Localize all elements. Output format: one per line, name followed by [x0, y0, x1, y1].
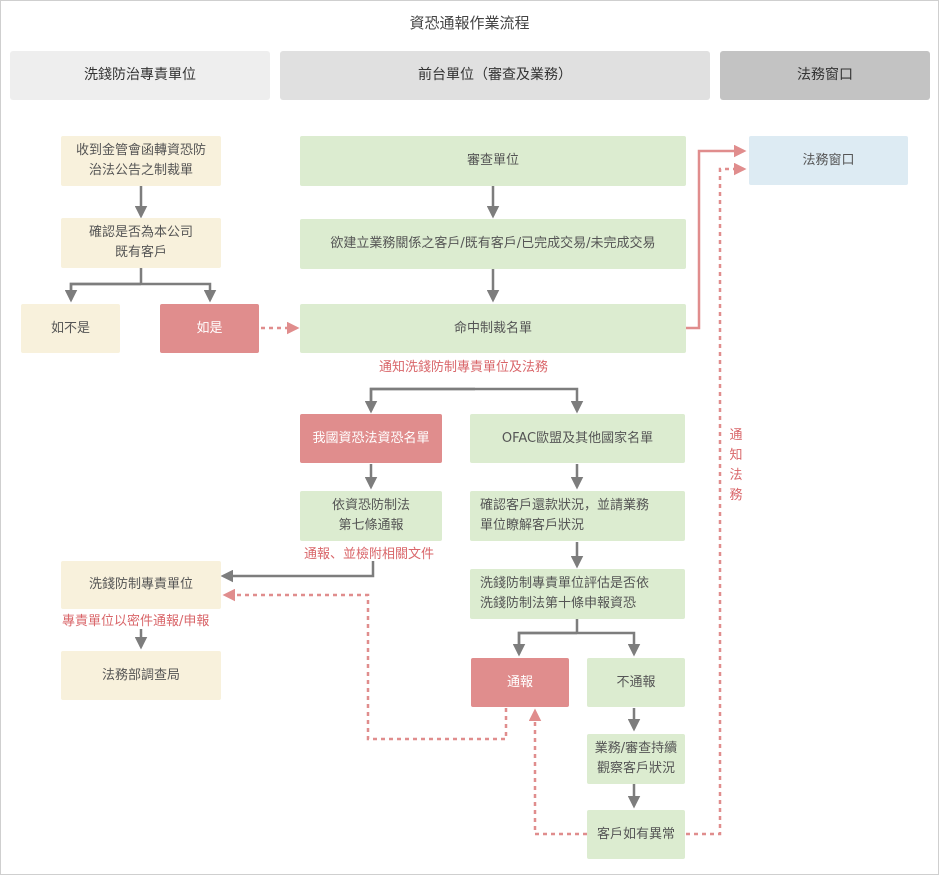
node-if-not: 如不是 [21, 304, 120, 353]
node-legal-window: 法務窗口 [749, 136, 908, 185]
node-if-yes: 如是 [160, 304, 259, 353]
node-aml-unit: 洗錢防制專責單位 [61, 561, 221, 609]
node-domestic-list: 我國資恐法資恐名單 [300, 414, 442, 463]
node-report: 通報 [471, 658, 569, 707]
node-customer-types: 欲建立業務關係之客戶/既有客戶/已完成交易/未完成交易 [300, 219, 686, 269]
lane-header-aml: 洗錢防治專責單位 [10, 51, 270, 100]
node-receive-sanction: 收到金管會函轉資恐防 治法公告之制裁單 [61, 136, 221, 186]
node-review-unit: 審查單位 [300, 136, 686, 186]
node-no-report: 不通報 [587, 658, 685, 707]
arrow-abnormal-to-report [528, 708, 587, 836]
note-notify-aml-legal: 通知洗錢防制專責單位及法務 [379, 360, 549, 375]
arrow-abnormal-to-legal [686, 162, 747, 836]
arrow-report-to-aml-unit [222, 588, 508, 741]
node-hit-sanction: 命中制裁名單 [300, 304, 686, 353]
arrow-hit-to-legal [686, 144, 747, 330]
node-moj-bureau: 法務部調查局 [61, 651, 221, 700]
node-report-art7: 依資恐防制法 第七條通報 [300, 491, 442, 541]
note-secret-report: 專責單位以密件通報/申報 [62, 614, 210, 629]
arrow-art7-to-aml-unit [220, 561, 375, 583]
node-keep-observing: 業務/審查持續 觀察客戶狀況 [587, 734, 685, 784]
note-notify-legal-vertical: 通 知 法 務 [729, 428, 743, 503]
arrow-hit-split [369, 387, 577, 411]
lane-header-legal: 法務窗口 [720, 51, 930, 100]
node-abnormal: 客戶如有異常 [587, 810, 685, 859]
node-confirm-customer: 確認是否為本公司 既有客戶 [61, 218, 221, 268]
lane-header-front: 前台單位（審查及業務） [280, 51, 710, 100]
node-ofac-list: OFAC歐盟及其他國家名單 [470, 414, 685, 463]
node-confirm-repay: 確認客戶還款狀況，並請業務 單位瞭解客戶狀況 [470, 491, 685, 541]
node-aml-evaluate: 洗錢防制專責單位評估是否依 洗錢防制法第十條申報資恐 [470, 569, 685, 619]
arrow-evaluate-split [517, 619, 634, 654]
note-report-attach: 通報、並檢附相關文件 [304, 547, 435, 562]
page-title: 資恐通報作業流程 [409, 14, 530, 32]
